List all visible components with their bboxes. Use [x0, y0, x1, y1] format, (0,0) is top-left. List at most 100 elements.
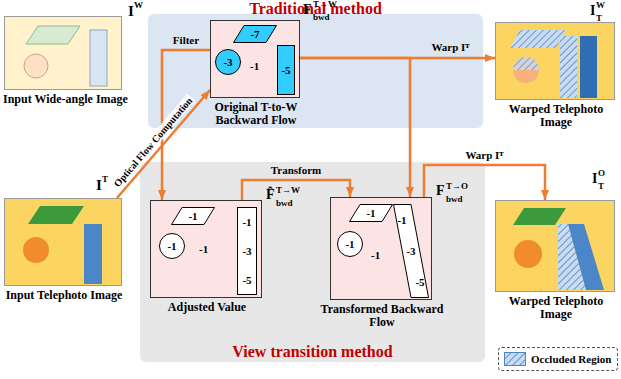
image-ground	[495, 200, 615, 292]
node-content: -1	[337, 231, 363, 257]
method-band: Traditional methodOriginal T-to-W Backwa…	[148, 14, 483, 128]
circle-outline	[338, 232, 363, 257]
flow-value: -3	[406, 245, 415, 257]
box-caption: Input Telephoto Image	[6, 289, 123, 302]
slanted-rect-outline	[394, 205, 429, 298]
occluded-shape	[510, 30, 566, 48]
symbol-index: bwd	[446, 195, 463, 204]
box-caption: Original T-to-W Backward Flow	[195, 101, 317, 127]
symbol: I	[592, 172, 597, 186]
circle-shape	[513, 57, 539, 83]
flow-value: -1	[199, 244, 208, 255]
node-content: -3	[215, 49, 241, 75]
parallelogram-region: -1	[349, 204, 393, 222]
band-ground	[140, 162, 485, 362]
symbol: F̂	[266, 188, 275, 202]
flow-value: -7	[250, 28, 259, 40]
legend-swatch	[504, 352, 526, 366]
circle-region: -1	[337, 231, 363, 257]
node-content: -1 -3 -5	[237, 207, 257, 295]
legend-box: Occluded Region	[498, 347, 618, 371]
box-caption: Input Wide-angle Image	[3, 93, 128, 106]
parallelogram-shape	[26, 26, 80, 44]
node-content: -1	[349, 204, 393, 222]
box-caption: Warped Telephoto Image	[495, 295, 617, 321]
circle-shape	[23, 237, 49, 263]
method-band: View transition method Adjusted Value -1 -1…	[140, 162, 485, 362]
symbol-index: bwd	[313, 13, 330, 22]
circle-outline	[216, 50, 241, 75]
edge-label: Filter	[171, 34, 201, 46]
circle-outline	[160, 234, 185, 259]
rect-region: -5	[277, 45, 295, 95]
box-caption: Transformed Backward Flow	[312, 303, 452, 329]
circle-region: -3	[215, 49, 241, 75]
edge-label: Optical Flow Computation	[110, 94, 196, 191]
parallelogram-region: -1	[171, 207, 215, 225]
flow-value: -5	[242, 274, 251, 286]
symbol-index: T→W	[313, 0, 337, 9]
flow-value: -1	[167, 240, 176, 252]
image-ground	[4, 16, 122, 90]
rect-region: -1 -3 -5	[237, 207, 257, 295]
rect-outline	[278, 46, 295, 95]
band-title: View transition method	[140, 343, 485, 361]
image-ground	[495, 22, 615, 100]
image-box: Warped Telephoto Image	[495, 200, 615, 292]
occluded-shape	[513, 57, 539, 70]
circle-region: -1	[159, 233, 185, 259]
parallelogram-outline	[172, 208, 215, 225]
symbol-index: O	[598, 169, 605, 178]
flow-value: -1	[345, 238, 354, 250]
flow-value: -3	[242, 245, 251, 257]
slanted-region: -1-3-5	[393, 204, 429, 298]
edge-label: Warp Iᵀ	[429, 41, 471, 53]
symbol-index: T→O	[446, 182, 468, 191]
parallelogram-shape	[28, 206, 84, 224]
symbol-index: W	[134, 1, 143, 10]
image-box: Input Telephoto Image	[4, 198, 122, 286]
image-box: Warped Telephoto Image	[495, 22, 615, 100]
flow-arrow	[424, 165, 545, 200]
symbol: F	[303, 3, 312, 17]
symbol: I	[590, 4, 595, 18]
rect-shape	[90, 30, 107, 86]
node-content: -5	[277, 45, 295, 95]
flow-value: -1	[371, 250, 380, 261]
occluded-shape	[560, 36, 577, 98]
slanted-rect-shape	[568, 224, 604, 290]
symbol: I	[128, 4, 134, 19]
edge-label: Warp Iᵀ	[463, 149, 505, 161]
flow-value: -5	[281, 64, 290, 76]
symbol-index: T	[596, 14, 602, 23]
flow-arrow	[117, 90, 210, 198]
flow-value: -1	[188, 210, 197, 222]
box-caption: Warped Telephoto Image	[495, 103, 617, 129]
parallelogram-outline	[234, 26, 277, 43]
symbol-index: W	[596, 1, 605, 10]
symbol-index: T	[598, 182, 604, 191]
node-content: -1	[171, 207, 215, 225]
parallelogram-shape	[513, 208, 566, 225]
flow-box: Original T-to-W Backward Flow-7-3-5	[210, 20, 300, 98]
flow-value: -1	[242, 216, 251, 228]
circle-shape	[514, 240, 542, 268]
parallelogram-outline	[350, 205, 393, 222]
parallelogram-region: -7	[233, 25, 277, 43]
node-content: -1-3-5	[393, 204, 429, 298]
node-content: -7	[233, 25, 277, 43]
band-ground	[148, 14, 483, 128]
rect-shape	[84, 224, 102, 284]
circle-shape	[24, 54, 48, 78]
rect-shape	[580, 36, 597, 98]
image-ground	[4, 198, 122, 286]
symbol: I	[96, 178, 102, 193]
flow-value: -1	[250, 61, 259, 72]
rect-outline	[238, 208, 257, 295]
node-content: -1	[159, 233, 185, 259]
box-caption: Adjusted Value	[147, 301, 267, 314]
symbol-index: T	[102, 175, 108, 184]
flow-value: -1	[366, 207, 375, 219]
flow-arrow	[300, 58, 410, 197]
